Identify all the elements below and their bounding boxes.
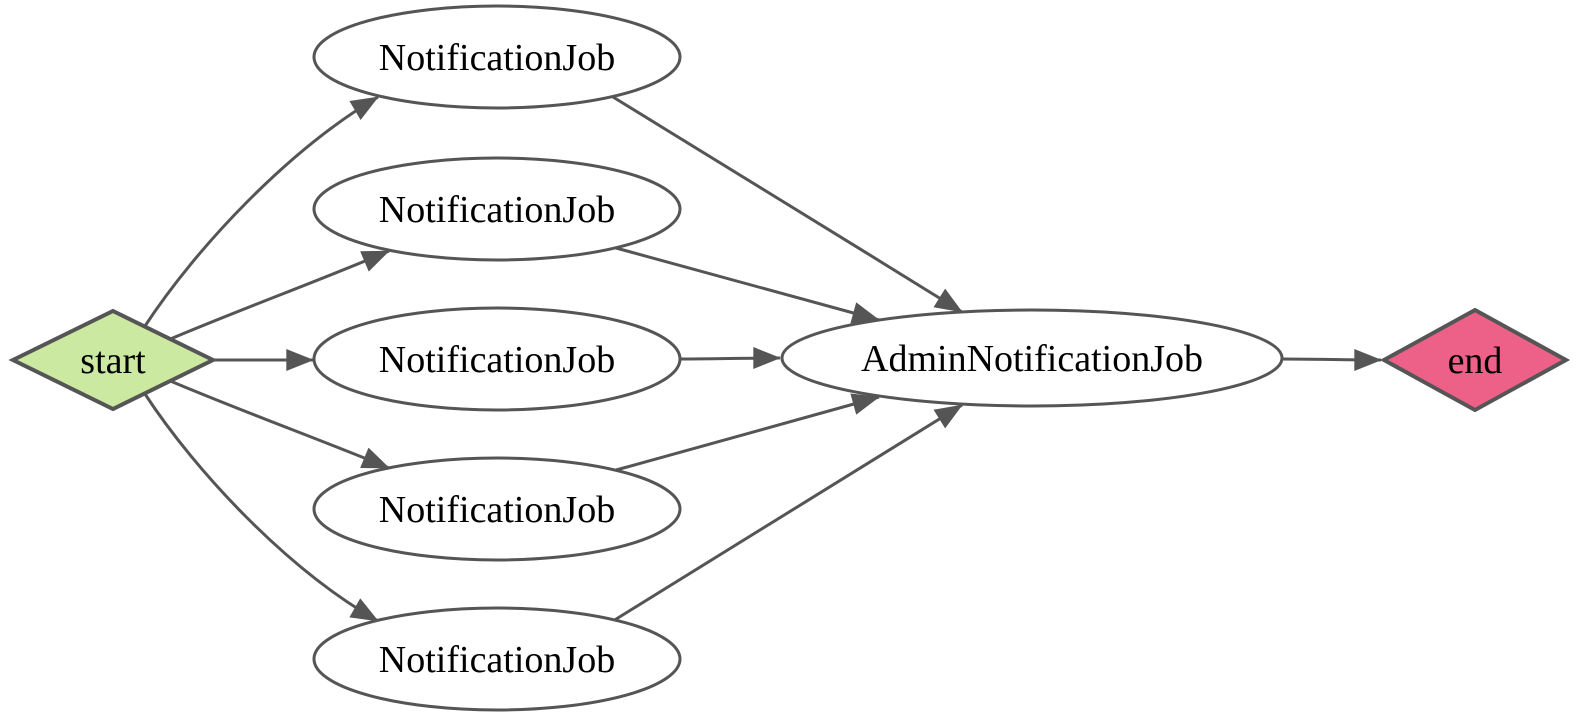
admin-ellipse-shape — [780, 308, 1284, 408]
job3-ellipse-shape — [312, 306, 682, 412]
edge-job3-to-admin — [679, 347, 781, 370]
job5-ellipse-shape — [312, 606, 682, 712]
job2-ellipse-shape — [312, 156, 682, 262]
job4-ellipse-shape — [312, 456, 682, 562]
node-notificationjob-3: NotificationJob — [312, 306, 682, 412]
job2-label: NotificationJob — [379, 189, 615, 231]
job3-label: NotificationJob — [379, 339, 615, 381]
edge-job4-to-admin — [615, 393, 880, 472]
node-notificationjob-4: NotificationJob — [312, 456, 682, 562]
edge-job5-to-admin — [612, 403, 963, 623]
edge-start-to-job2 — [167, 249, 390, 342]
node-notificationjob-1: NotificationJob — [312, 4, 682, 110]
node-end: end — [1379, 307, 1571, 413]
edge-admin-to-end — [1281, 348, 1382, 371]
start-diamond-shape — [8, 308, 218, 412]
nodes-layer: start NotificationJob NotificationJob No… — [8, 4, 1571, 712]
end-label: end — [1448, 340, 1503, 382]
edge-job1-to-admin — [612, 95, 963, 314]
node-notificationjob-2: NotificationJob — [312, 156, 682, 262]
end-diamond-shape — [1379, 307, 1571, 413]
job1-label: NotificationJob — [379, 37, 615, 79]
node-start: start — [8, 308, 218, 412]
edges-layer — [143, 95, 1382, 623]
edge-job2-to-admin — [615, 246, 880, 324]
edge-start-to-job1 — [143, 95, 379, 327]
start-label: start — [80, 340, 146, 382]
admin-label: AdminNotificationJob — [861, 338, 1203, 380]
node-adminnotificationjob: AdminNotificationJob — [780, 308, 1284, 408]
job5-label: NotificationJob — [379, 639, 615, 681]
edge-start-to-job5 — [143, 393, 379, 623]
job1-ellipse-shape — [312, 4, 682, 110]
node-notificationjob-5: NotificationJob — [312, 606, 682, 712]
edge-start-to-job4 — [167, 378, 390, 470]
job4-label: NotificationJob — [379, 489, 615, 531]
